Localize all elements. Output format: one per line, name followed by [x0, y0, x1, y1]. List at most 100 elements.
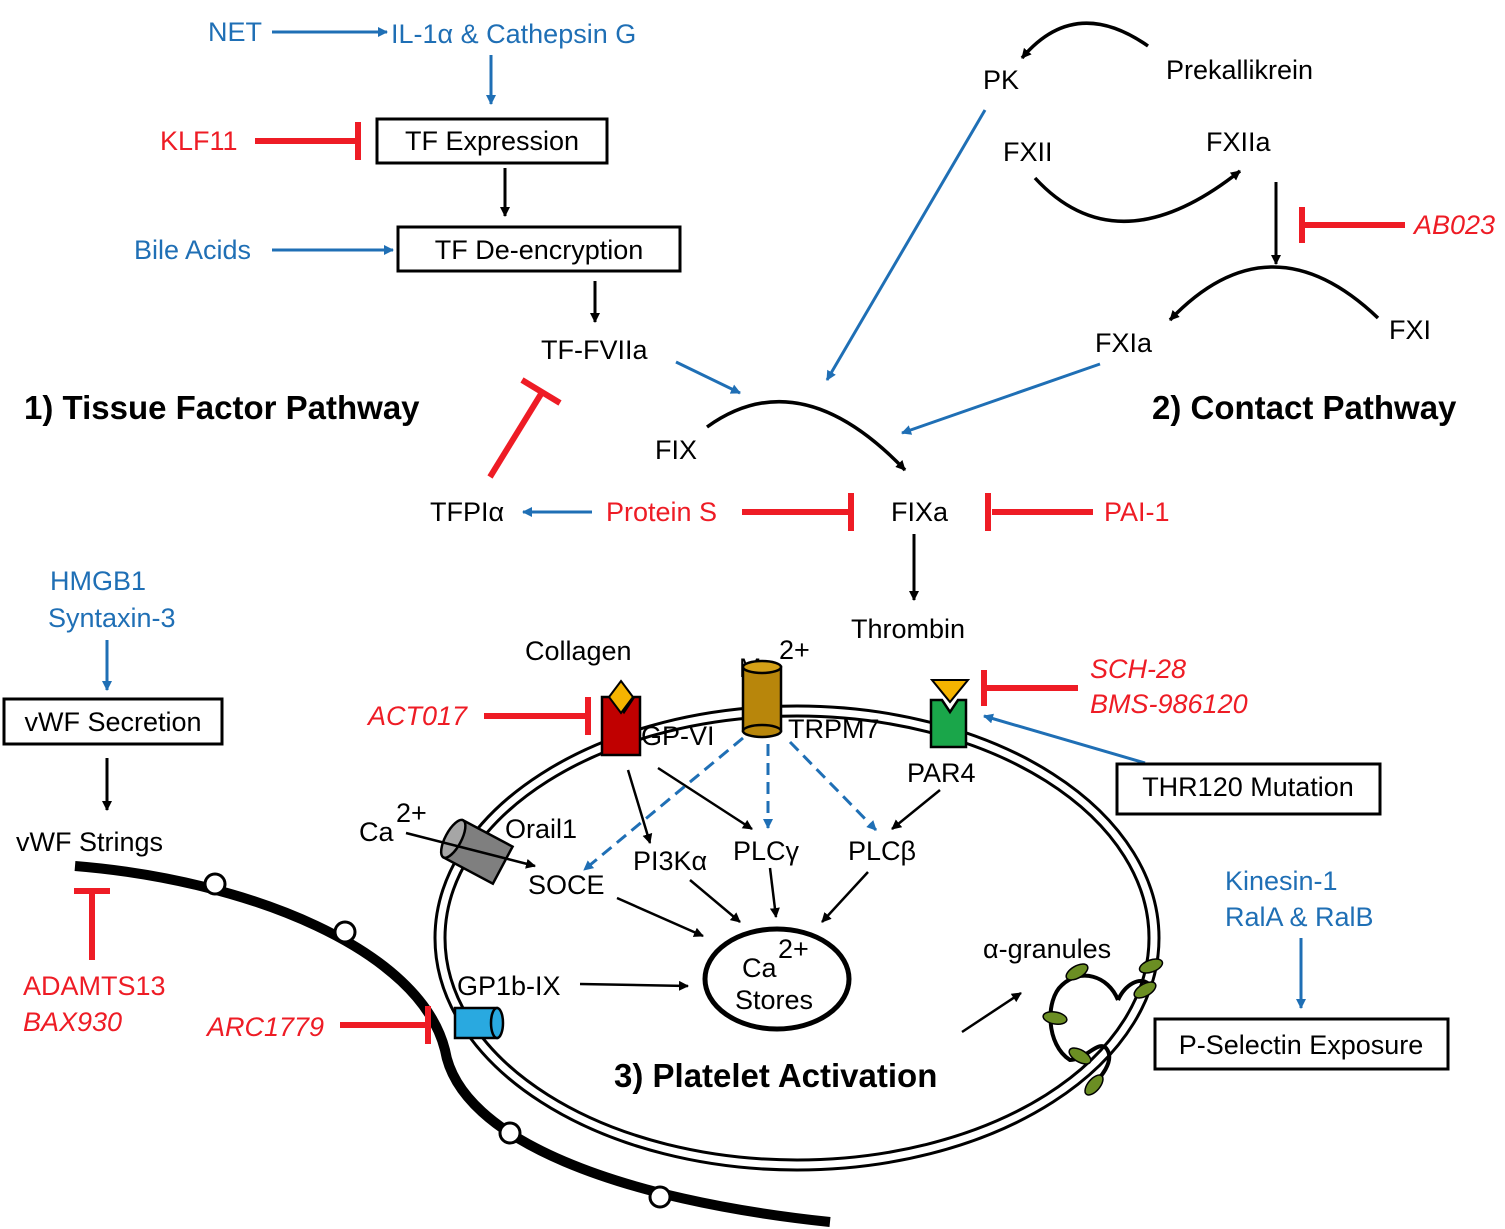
trpm7-channel	[741, 659, 783, 739]
gp1b-ix-label: GP1b-IX	[457, 971, 561, 1001]
par4-receptor	[929, 698, 968, 749]
tfpia-label: TFPIα	[430, 497, 504, 527]
vwf-string-node	[203, 872, 227, 896]
gpvi-to-pi3k-arrow	[626, 769, 653, 844]
adamts13-label: ADAMTS13	[23, 971, 166, 1001]
par4-label: PAR4	[907, 758, 976, 788]
granule-p-selectin	[1042, 1010, 1068, 1026]
pk-to-fix-arrow	[825, 109, 987, 381]
thr120-to-par4-arrow	[983, 713, 1146, 765]
membrane-p-selectin	[1138, 958, 1164, 974]
hmgb1-label: HMGB1	[50, 566, 146, 596]
fxii-to-fxiia-arc	[1033, 169, 1242, 223]
fxii-label: FXII	[1003, 137, 1053, 167]
pi3k-to-stores-arrow	[689, 879, 741, 923]
stores-ca-label: Ca	[742, 953, 777, 983]
trpm7-label: TRPM7	[788, 714, 880, 744]
platelet-membrane-inner	[443, 714, 1151, 1162]
pi3k-label: PI3Kα	[633, 846, 707, 876]
net-label: NET	[208, 17, 262, 47]
tf-fviia-to-fix-arrow	[675, 360, 741, 395]
vwf-secretion-label: vWF Secretion	[24, 707, 201, 737]
soce-to-stores-arrow	[616, 896, 704, 938]
fixa-label: FIXa	[891, 497, 949, 527]
contact-pathway-title: 2) Contact Pathway	[1152, 389, 1457, 426]
tf-fviia-label: TF-FVIIa	[541, 335, 648, 365]
pai1-label: PAI-1	[1104, 497, 1170, 527]
soce-label: SOCE	[528, 870, 605, 900]
p-selectin-exposure-box	[1153, 1017, 1450, 1071]
tf-deencryption-box	[396, 225, 682, 273]
prekallikrein-to-pk-arc	[1020, 21, 1150, 60]
gpvi-label: GP-VI	[641, 721, 715, 751]
tfpia-inhibition-line	[487, 392, 544, 479]
membrane-p-selectin	[1133, 981, 1157, 999]
gp1b-ix-receptor	[453, 1006, 505, 1040]
tfpia-inhibition-bar	[520, 377, 562, 406]
ca-charge-superscript: 2+	[396, 798, 427, 828]
platelet-membrane-outer	[433, 704, 1161, 1172]
vwf-string-node	[498, 1121, 522, 1145]
thrombin-ligand	[929, 679, 971, 704]
bile-acids-label: Bile Acids	[134, 235, 251, 265]
prekallikrein-label: Prekallikrein	[1166, 55, 1313, 85]
sch28-label: SCH-28	[1090, 654, 1186, 684]
plcg-label: PLCγ	[733, 836, 800, 866]
protein-s-label: Protein S	[606, 497, 717, 527]
thr120-mutation-box	[1115, 762, 1382, 816]
alpha-granules-label: α-granules	[983, 934, 1111, 964]
granule-p-selectin	[1068, 1047, 1092, 1065]
tf-expression-label: TF Expression	[405, 126, 579, 156]
vwf-string-node	[333, 920, 357, 944]
p-selectin-exposure-label: P-Selectin Exposure	[1179, 1030, 1424, 1060]
fxia-label: FXIa	[1095, 328, 1153, 358]
alpha-granule-vesicle	[1048, 973, 1120, 1088]
collagen-label: Collagen	[525, 636, 632, 666]
klf11-label: KLF11	[160, 126, 238, 156]
kinesin1-label: Kinesin-1	[1225, 866, 1338, 896]
trpm7-to-soce-dashed-arrow	[583, 736, 744, 872]
platelet-activation-title: 3) Platelet Activation	[614, 1057, 937, 1094]
il1a-cathepsin-label: IL-1α & Cathepsin G	[391, 19, 636, 49]
tissue-factor-pathway-title: 1) Tissue Factor Pathway	[24, 389, 420, 426]
ca-influx-arrow	[405, 831, 536, 869]
fix-to-fixa-arc	[705, 399, 907, 472]
granule-p-selectin	[1065, 963, 1089, 981]
tf-expression-box	[375, 117, 609, 165]
granule-release-arrow	[961, 991, 1022, 1034]
mg-charge-superscript: 2+	[779, 635, 810, 665]
gpvi-to-plcg-arrow	[657, 766, 753, 831]
vwf-secretion-box	[2, 697, 224, 746]
act017-label: ACT017	[366, 701, 468, 731]
par4-to-plcb-arrow	[891, 789, 941, 830]
fxia-to-fix-arrow	[901, 362, 1101, 435]
vwf-string-strand	[74, 861, 831, 1227]
plcg-to-stores-arrow	[768, 867, 780, 918]
gp1b-to-stores-arrow	[579, 980, 689, 991]
fix-label: FIX	[655, 435, 697, 465]
granule-p-selectin	[1084, 1074, 1104, 1096]
ca-stores-organelle	[702, 926, 852, 1032]
fxi-to-fxia-arc	[1168, 265, 1380, 322]
bms986120-label: BMS-986120	[1090, 689, 1248, 719]
plcb-label: PLCβ	[848, 836, 916, 866]
ca-label: Ca	[359, 817, 394, 847]
syntaxin3-label: Syntaxin-3	[48, 603, 176, 633]
pk-label: PK	[983, 65, 1019, 95]
fxiia-label: FXIIa	[1206, 127, 1272, 157]
vwf-strings-label: vWF Strings	[16, 827, 163, 857]
orai1-label: Orail1	[505, 814, 577, 844]
ab023-label: AB023	[1412, 210, 1495, 240]
vwf-string-node	[648, 1185, 672, 1209]
fxi-label: FXI	[1389, 315, 1431, 345]
thr120-mutation-label: THR120 Mutation	[1142, 772, 1354, 802]
bax930-label: BAX930	[23, 1007, 122, 1037]
trpm7-to-plcb-dashed-arrow	[788, 740, 878, 832]
thrombin-label: Thrombin	[851, 614, 965, 644]
tf-deencryption-label: TF De-encryption	[435, 235, 644, 265]
collagen-ligand	[607, 679, 635, 715]
rala-ralb-label: RalA & RalB	[1225, 902, 1374, 932]
stores-charge-superscript: 2+	[778, 934, 809, 964]
stores-label: Stores	[735, 985, 813, 1015]
